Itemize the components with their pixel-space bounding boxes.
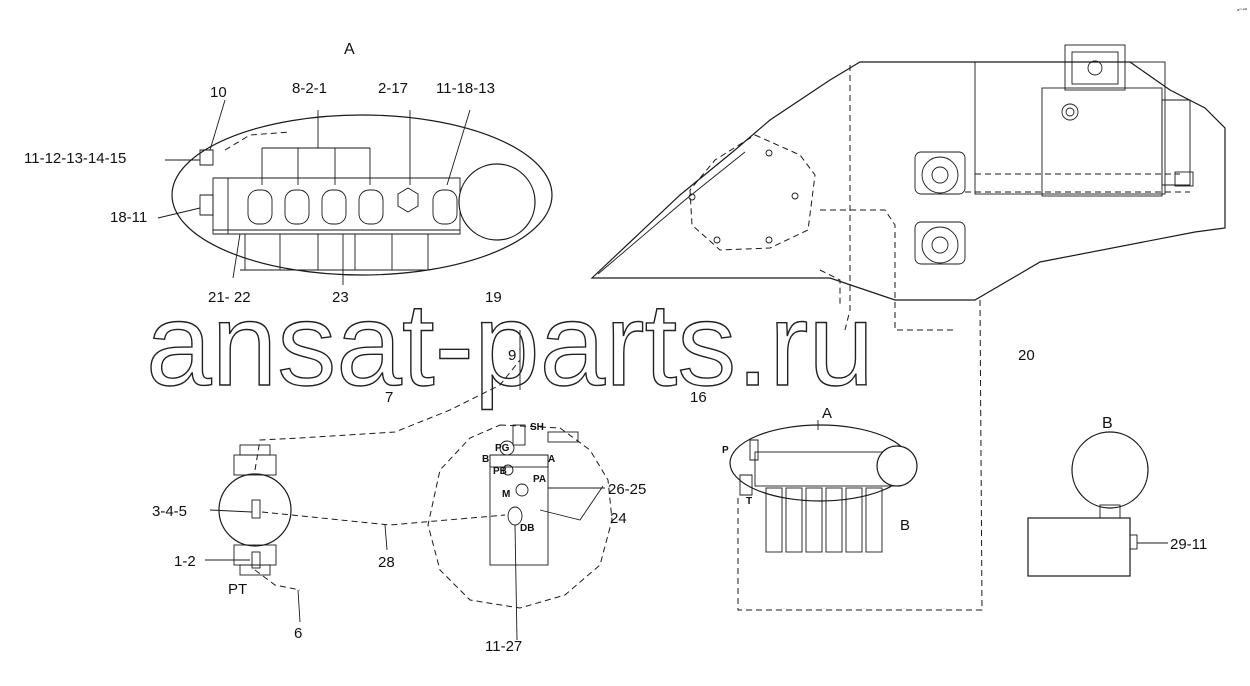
label-11-27: 11-27 (485, 638, 522, 655)
valve-label-t: T (746, 496, 752, 507)
label-18-11: 18-11 (110, 209, 147, 226)
valve-spools (765, 487, 883, 553)
label-20: 20 (1018, 347, 1035, 364)
label-pt: PT (228, 581, 247, 598)
valve-label-p: P (722, 445, 729, 456)
port-a: A (548, 454, 555, 465)
label-6: 6 (294, 625, 302, 642)
port-db: DB (520, 523, 534, 534)
corner-mark: aᵐ ᵃᵈᵈ (1237, 7, 1248, 12)
view-b-detail (1027, 431, 1168, 577)
watermark: ansat-parts.ru (146, 279, 874, 411)
label-7: 7 (385, 389, 393, 406)
view-b-title: B (1102, 415, 1113, 432)
motor-housing (427, 330, 613, 641)
valve-sections (247, 187, 458, 225)
label-21-22: 21- 22 (208, 289, 251, 306)
label-19: 19 (485, 289, 502, 306)
label-3-4-5: 3-4-5 (152, 503, 187, 520)
label-10: 10 (210, 84, 227, 101)
view-a-title: A (344, 41, 355, 58)
control-valve (729, 420, 918, 553)
view-a-accumulator (458, 163, 536, 241)
label-24: 24 (610, 510, 627, 527)
label-11-18-13: 11-18-13 (436, 80, 495, 97)
label-1-2: 1-2 (174, 553, 196, 570)
pump-assembly (205, 330, 521, 623)
valve-label-a: A (822, 405, 832, 422)
valve-label-b: B (900, 517, 910, 534)
machine-frame (590, 44, 1226, 611)
port-pb: PB (493, 466, 507, 477)
port-sh: SH (530, 422, 544, 433)
label-23: 23 (332, 289, 349, 306)
view-a-detail (157, 99, 553, 285)
port-pa: PA (533, 474, 546, 485)
label-26-25: 26-25 (608, 481, 646, 498)
port-pg: PG (495, 443, 510, 454)
label-8-2-1: 8-2-1 (292, 80, 327, 97)
label-29-11: 29-11 (1170, 536, 1207, 553)
port-b: B (482, 454, 489, 465)
label-2-17: 2-17 (378, 80, 408, 97)
label-16: 16 (690, 389, 707, 406)
label-11-12-13-14-15: 11-12-13-14-15 (24, 150, 126, 167)
port-m: M (502, 489, 510, 500)
label-9: 9 (508, 347, 516, 364)
label-28: 28 (378, 554, 395, 571)
